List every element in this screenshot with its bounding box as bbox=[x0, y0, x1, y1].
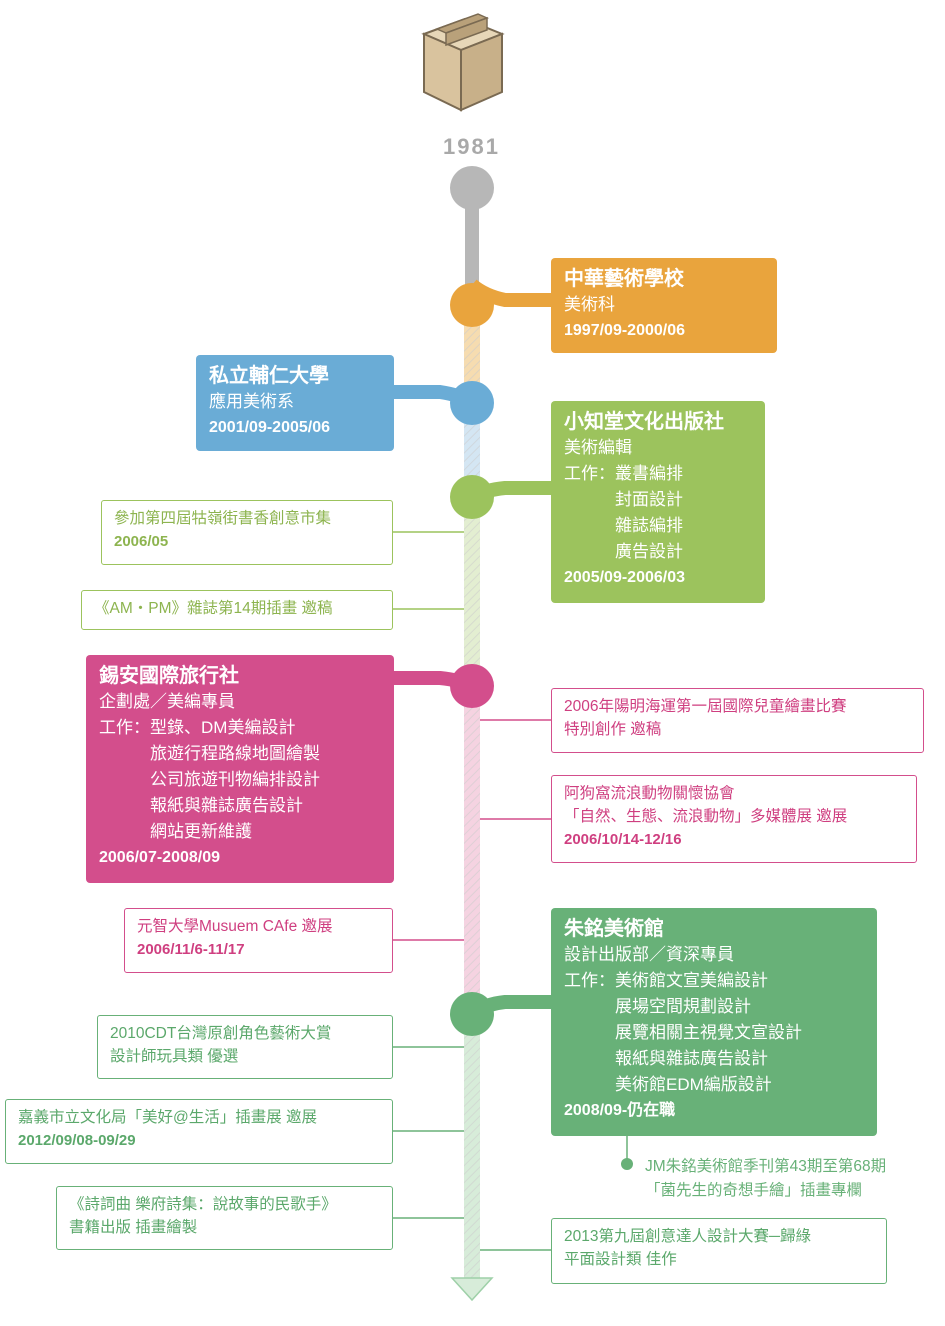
note-text: 2010CDT台灣原創角色藝術大賞 bbox=[110, 1025, 332, 1042]
work-item: 旅遊行程路線地圖繪製 bbox=[150, 744, 320, 763]
note-text-2: 書籍出版 插畫繪製 bbox=[69, 1219, 198, 1236]
note-connectors bbox=[392, 531, 633, 1251]
timeline-start-dot bbox=[450, 166, 494, 210]
card-date: 2005/09-2006/03 bbox=[564, 569, 685, 586]
work-item: 公司旅遊刊物編排設計 bbox=[150, 770, 320, 789]
note-text: 元智大學Musuem CAfe 邀展 bbox=[137, 918, 333, 935]
card-date: 2006/07-2008/09 bbox=[99, 849, 220, 866]
note-text-2: 設計師玩具類 優選 bbox=[110, 1048, 239, 1065]
card-line: 應用美術系 bbox=[209, 392, 294, 411]
timeline-spine bbox=[450, 300, 494, 1302]
note-text: 2013第九屆創意達人設計大賽─歸綠 bbox=[564, 1228, 811, 1245]
cardboard-box-icon bbox=[421, 13, 505, 112]
work-item: 封面設計 bbox=[615, 490, 683, 509]
card-line: 美術科 bbox=[564, 295, 615, 314]
note-yuanzhi-cafe: 元智大學Musuem CAfe 邀展 2006/11/6-11/17 bbox=[124, 908, 393, 973]
work-item: 報紙與雜誌廣告設計 bbox=[615, 1049, 768, 1068]
work-item: 展場空間規劃設計 bbox=[615, 997, 751, 1016]
note-text: 阿狗窩流浪動物關懷協會 bbox=[564, 785, 735, 802]
work-item: 型錄、DM美編設計 bbox=[150, 718, 296, 737]
work-label: 工作： bbox=[564, 971, 615, 990]
note-date: 2006/11/6-11/17 bbox=[137, 941, 245, 958]
note-text-2: 特別創作 邀稿 bbox=[564, 721, 662, 738]
card-line: 美術編輯 bbox=[564, 438, 632, 457]
note-animal-association: 阿狗窩流浪動物關懷協會 「自然、生態、流浪動物」多媒體展 邀展 2006/10/… bbox=[551, 775, 917, 863]
card-line: 設計出版部／資深專員 bbox=[564, 945, 734, 964]
card-date: 2001/09-2005/06 bbox=[209, 419, 330, 436]
note-book-illustration: 《詩詞曲 樂府詩集：說故事的民歌手》 書籍出版 插畫繪製 bbox=[56, 1186, 393, 1250]
note-text-2: 「自然、生態、流浪動物」多媒體展 邀展 bbox=[564, 808, 848, 825]
note-text: 《詩詞曲 樂府詩集：說故事的民歌手》 bbox=[69, 1196, 337, 1213]
note-creative-contest: 2013第九屆創意達人設計大賽─歸綠 平面設計類 佳作 bbox=[551, 1218, 887, 1284]
note-text: 《AM・PM》雜誌第14期插畫 邀稿 bbox=[94, 600, 333, 617]
work-label: 工作： bbox=[99, 718, 150, 737]
card-line: 企劃處／美編專員 bbox=[99, 692, 235, 711]
card-title: 錫安國際旅行社 bbox=[99, 665, 239, 687]
card-xiaozhitang-publisher: 小知堂文化出版社 美術編輯 工作： 叢書編排 封面設計 雜誌編排 廣告設計 20… bbox=[551, 401, 765, 603]
note-chiayi-exhibition: 嘉義市立文化局「美好@生活」插畫展 邀展 2012/09/08-09/29 bbox=[5, 1099, 393, 1164]
card-title: 小知堂文化出版社 bbox=[564, 411, 724, 433]
note-jm-quarterly: JM朱銘美術館季刊第43期至第68期 「菌先生的奇想手繪」插畫專欄 bbox=[645, 1155, 886, 1203]
note-text-2: 平面設計類 佳作 bbox=[564, 1251, 677, 1268]
note-text-2: 「菌先生的奇想手繪」插畫專欄 bbox=[645, 1182, 863, 1199]
card-work: 工作： 叢書編排 封面設計 雜誌編排 廣告設計 bbox=[564, 461, 752, 565]
start-year: 1981 bbox=[443, 134, 500, 159]
note-yangming-contest: 2006年陽明海運第一屆國際兒童繪畫比賽 特別創作 邀稿 bbox=[551, 688, 924, 753]
card-connectors bbox=[390, 279, 555, 1036]
card-title: 私立輔仁大學 bbox=[209, 365, 329, 387]
note-date: 2006/10/14-12/16 bbox=[564, 831, 682, 848]
work-item: 展覽相關主視覺文宣設計 bbox=[615, 1023, 802, 1042]
card-xian-travel: 錫安國際旅行社 企劃處／美編專員 工作： 型錄、DM美編設計 旅遊行程路線地圖繪… bbox=[86, 655, 394, 883]
note-am-pm-magazine: 《AM・PM》雜誌第14期插畫 邀稿 bbox=[81, 590, 393, 630]
note-text: JM朱銘美術館季刊第43期至第68期 bbox=[645, 1158, 887, 1175]
note-cdt-award: 2010CDT台灣原創角色藝術大賞 設計師玩具類 優選 bbox=[97, 1015, 393, 1079]
work-item: 叢書編排 bbox=[615, 464, 683, 483]
card-date: 1997/09-2000/06 bbox=[564, 322, 685, 339]
card-work: 工作： 型錄、DM美編設計 旅遊行程路線地圖繪製 公司旅遊刊物編排設計 報紙與雜… bbox=[99, 715, 381, 845]
note-date: 2006/05 bbox=[114, 533, 169, 550]
card-zhonghua-art-school: 中華藝術學校 美術科 1997/09-2000/06 bbox=[551, 258, 777, 353]
card-zhuming-museum: 朱銘美術館 設計出版部／資深專員 工作： 美術館文宣美編設計 展場空間規劃設計 … bbox=[551, 908, 877, 1136]
note-book-market: 參加第四屆牯嶺街書香創意市集 2006/05 bbox=[101, 500, 393, 565]
card-date: 2008/09-仍在職 bbox=[564, 1102, 676, 1119]
note-text: 嘉義市立文化局「美好@生活」插畫展 邀展 bbox=[18, 1109, 318, 1126]
note-date: 2012/09/08-09/29 bbox=[18, 1132, 136, 1149]
work-item: 美術館文宣美編設計 bbox=[615, 971, 768, 990]
work-item: 報紙與雜誌廣告設計 bbox=[150, 796, 303, 815]
card-title: 朱銘美術館 bbox=[564, 918, 664, 940]
work-item: 廣告設計 bbox=[615, 542, 683, 561]
card-title: 中華藝術學校 bbox=[564, 268, 684, 290]
work-label: 工作： bbox=[564, 464, 615, 483]
note-text: 參加第四屆牯嶺街書香創意市集 bbox=[114, 510, 332, 527]
note-text: 2006年陽明海運第一屆國際兒童繪畫比賽 bbox=[564, 698, 847, 715]
work-item: 網站更新維護 bbox=[150, 822, 252, 841]
work-item: 美術館EDM編版設計 bbox=[615, 1075, 772, 1094]
card-work: 工作： 美術館文宣美編設計 展場空間規劃設計 展覽相關主視覺文宣設計 報紙與雜誌… bbox=[564, 968, 864, 1098]
work-item: 雜誌編排 bbox=[615, 516, 683, 535]
card-fujen-university: 私立輔仁大學 應用美術系 2001/09-2005/06 bbox=[196, 355, 394, 451]
